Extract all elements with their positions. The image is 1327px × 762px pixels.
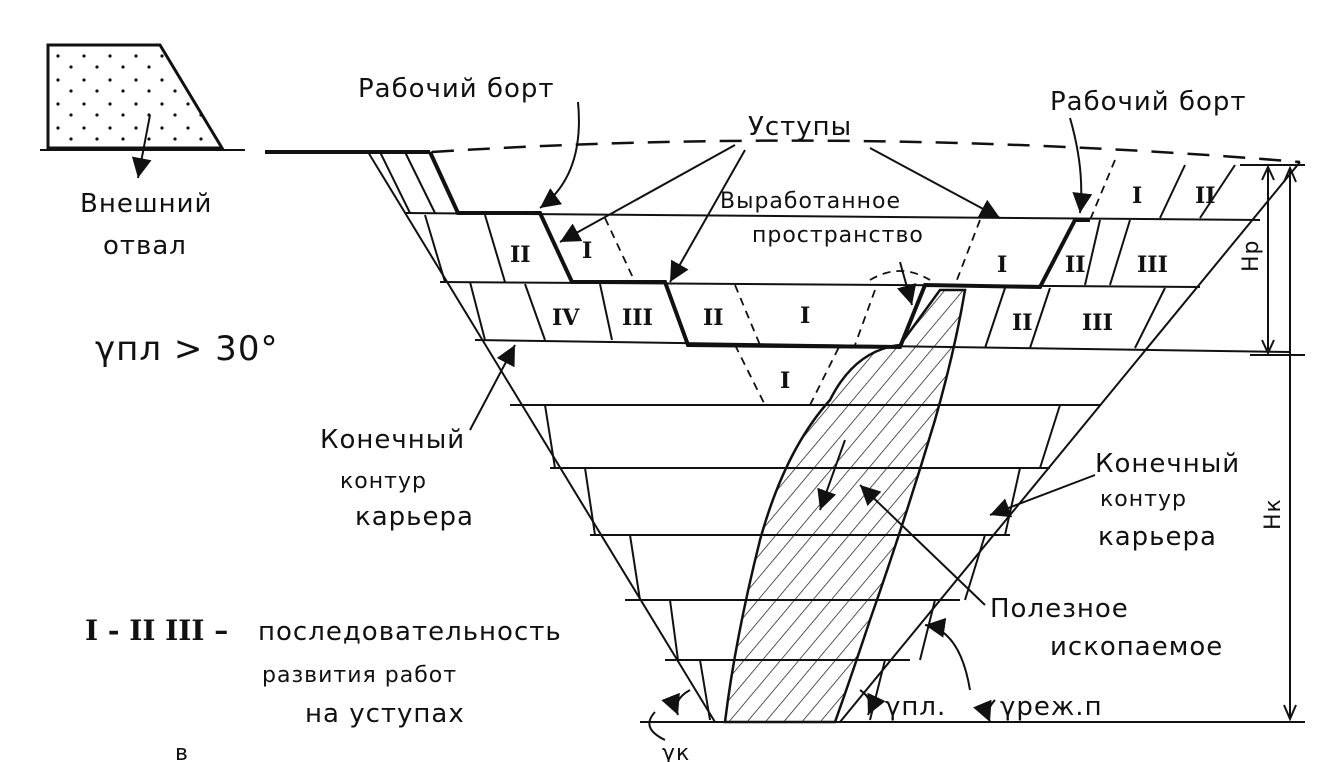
numeral: III — [1082, 310, 1113, 336]
numeral: III — [622, 305, 653, 331]
bench-numerals: II I IV III II I I I II I II III II III — [510, 183, 1216, 394]
label-external-dump-2: отвал — [103, 231, 187, 261]
dimensions — [1240, 164, 1305, 722]
label-legend-3: на уступах — [305, 699, 465, 729]
numeral: II — [1012, 310, 1033, 336]
original-surface-dashed — [431, 139, 1301, 164]
working-profile — [428, 151, 1090, 350]
label-final-contour-left-1: Конечный — [320, 425, 465, 455]
label-mineral-2: ископаемое — [1050, 632, 1223, 662]
numeral: I — [997, 252, 1007, 278]
label-final-contour-left-3: карьера — [355, 502, 474, 532]
label-hr: Hр — [1239, 239, 1264, 272]
label-final-contour-right-1: Конечный — [1095, 449, 1240, 479]
label-stray-b: в — [175, 741, 189, 762]
label-legend-1: последовательность — [258, 617, 562, 647]
label-gamma-bottom: γк — [662, 741, 690, 762]
previous-positions — [604, 159, 1116, 406]
label-final-contour-right-3: карьера — [1098, 522, 1217, 552]
numeral: III — [1137, 252, 1168, 278]
numeral: II — [1195, 183, 1216, 209]
label-working-side-left: Рабочий борт — [358, 74, 555, 104]
numeral: IV — [552, 305, 580, 331]
label-hk: Hк — [1261, 498, 1286, 530]
label-gamma-rezh: γреж.п — [1000, 692, 1103, 722]
numeral: I — [800, 303, 810, 329]
numeral: I — [1132, 183, 1142, 209]
external-dump — [40, 43, 245, 179]
numeral: I — [780, 368, 790, 394]
numeral: II — [510, 242, 531, 268]
bench-faces — [379, 151, 1236, 721]
label-benches: Уступы — [748, 112, 852, 142]
mineral-arrow — [817, 439, 846, 511]
label-mined-space-2: пространство — [752, 223, 924, 248]
label-mined-space-1: Выработанное — [720, 189, 901, 214]
mineral-body — [723, 288, 967, 724]
label-gamma-pl: γпл. — [885, 692, 946, 722]
label-final-contour-left-2: контур — [340, 469, 427, 494]
numeral: II — [703, 305, 724, 331]
label-final-contour-right-2: контур — [1100, 487, 1187, 512]
label-mineral-1: Полезное — [990, 594, 1129, 624]
label-angle-condition: γпл > 30° — [95, 329, 278, 369]
numeral: I — [582, 238, 592, 264]
numeral: II — [1065, 252, 1086, 278]
label-legend-numerals: I - II III – — [85, 614, 228, 647]
callout-arrows — [469, 101, 1096, 741]
label-working-side-right: Рабочий борт — [1050, 87, 1247, 117]
label-legend-2: развития работ — [262, 663, 457, 688]
label-external-dump-1: Внешний — [80, 189, 212, 219]
